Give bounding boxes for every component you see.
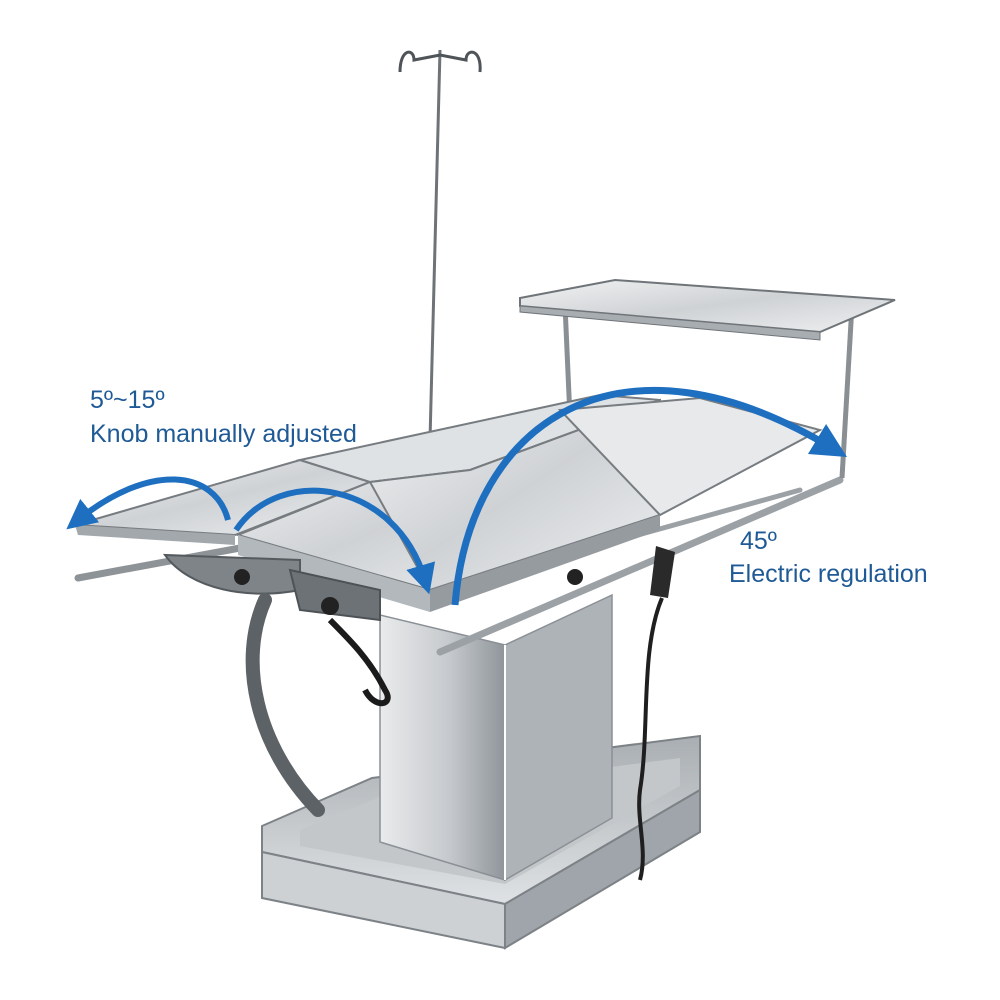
- curved-support: [245, 593, 325, 817]
- tilt-arrow-middle-icon: [233, 487, 436, 595]
- instrument-tray: [519, 278, 896, 479]
- hand-controller[interactable]: [637, 546, 675, 881]
- tilt-arrow-left-icon: [66, 476, 231, 530]
- annotation-arrows: [66, 386, 847, 606]
- left-angle-label: 5º~15º: [90, 386, 165, 414]
- knob-icon[interactable]: [234, 569, 250, 585]
- iv-pole: [398, 49, 482, 441]
- left-caption-label: Knob manually adjusted: [90, 420, 357, 448]
- right-caption-label: Electric regulation: [729, 560, 928, 588]
- tilt-mechanism: [163, 553, 583, 707]
- central-column: [379, 593, 613, 882]
- tilt-arrow-right-icon: [451, 386, 847, 606]
- right-angle-label: 45º: [740, 527, 777, 555]
- table-top: [74, 393, 823, 612]
